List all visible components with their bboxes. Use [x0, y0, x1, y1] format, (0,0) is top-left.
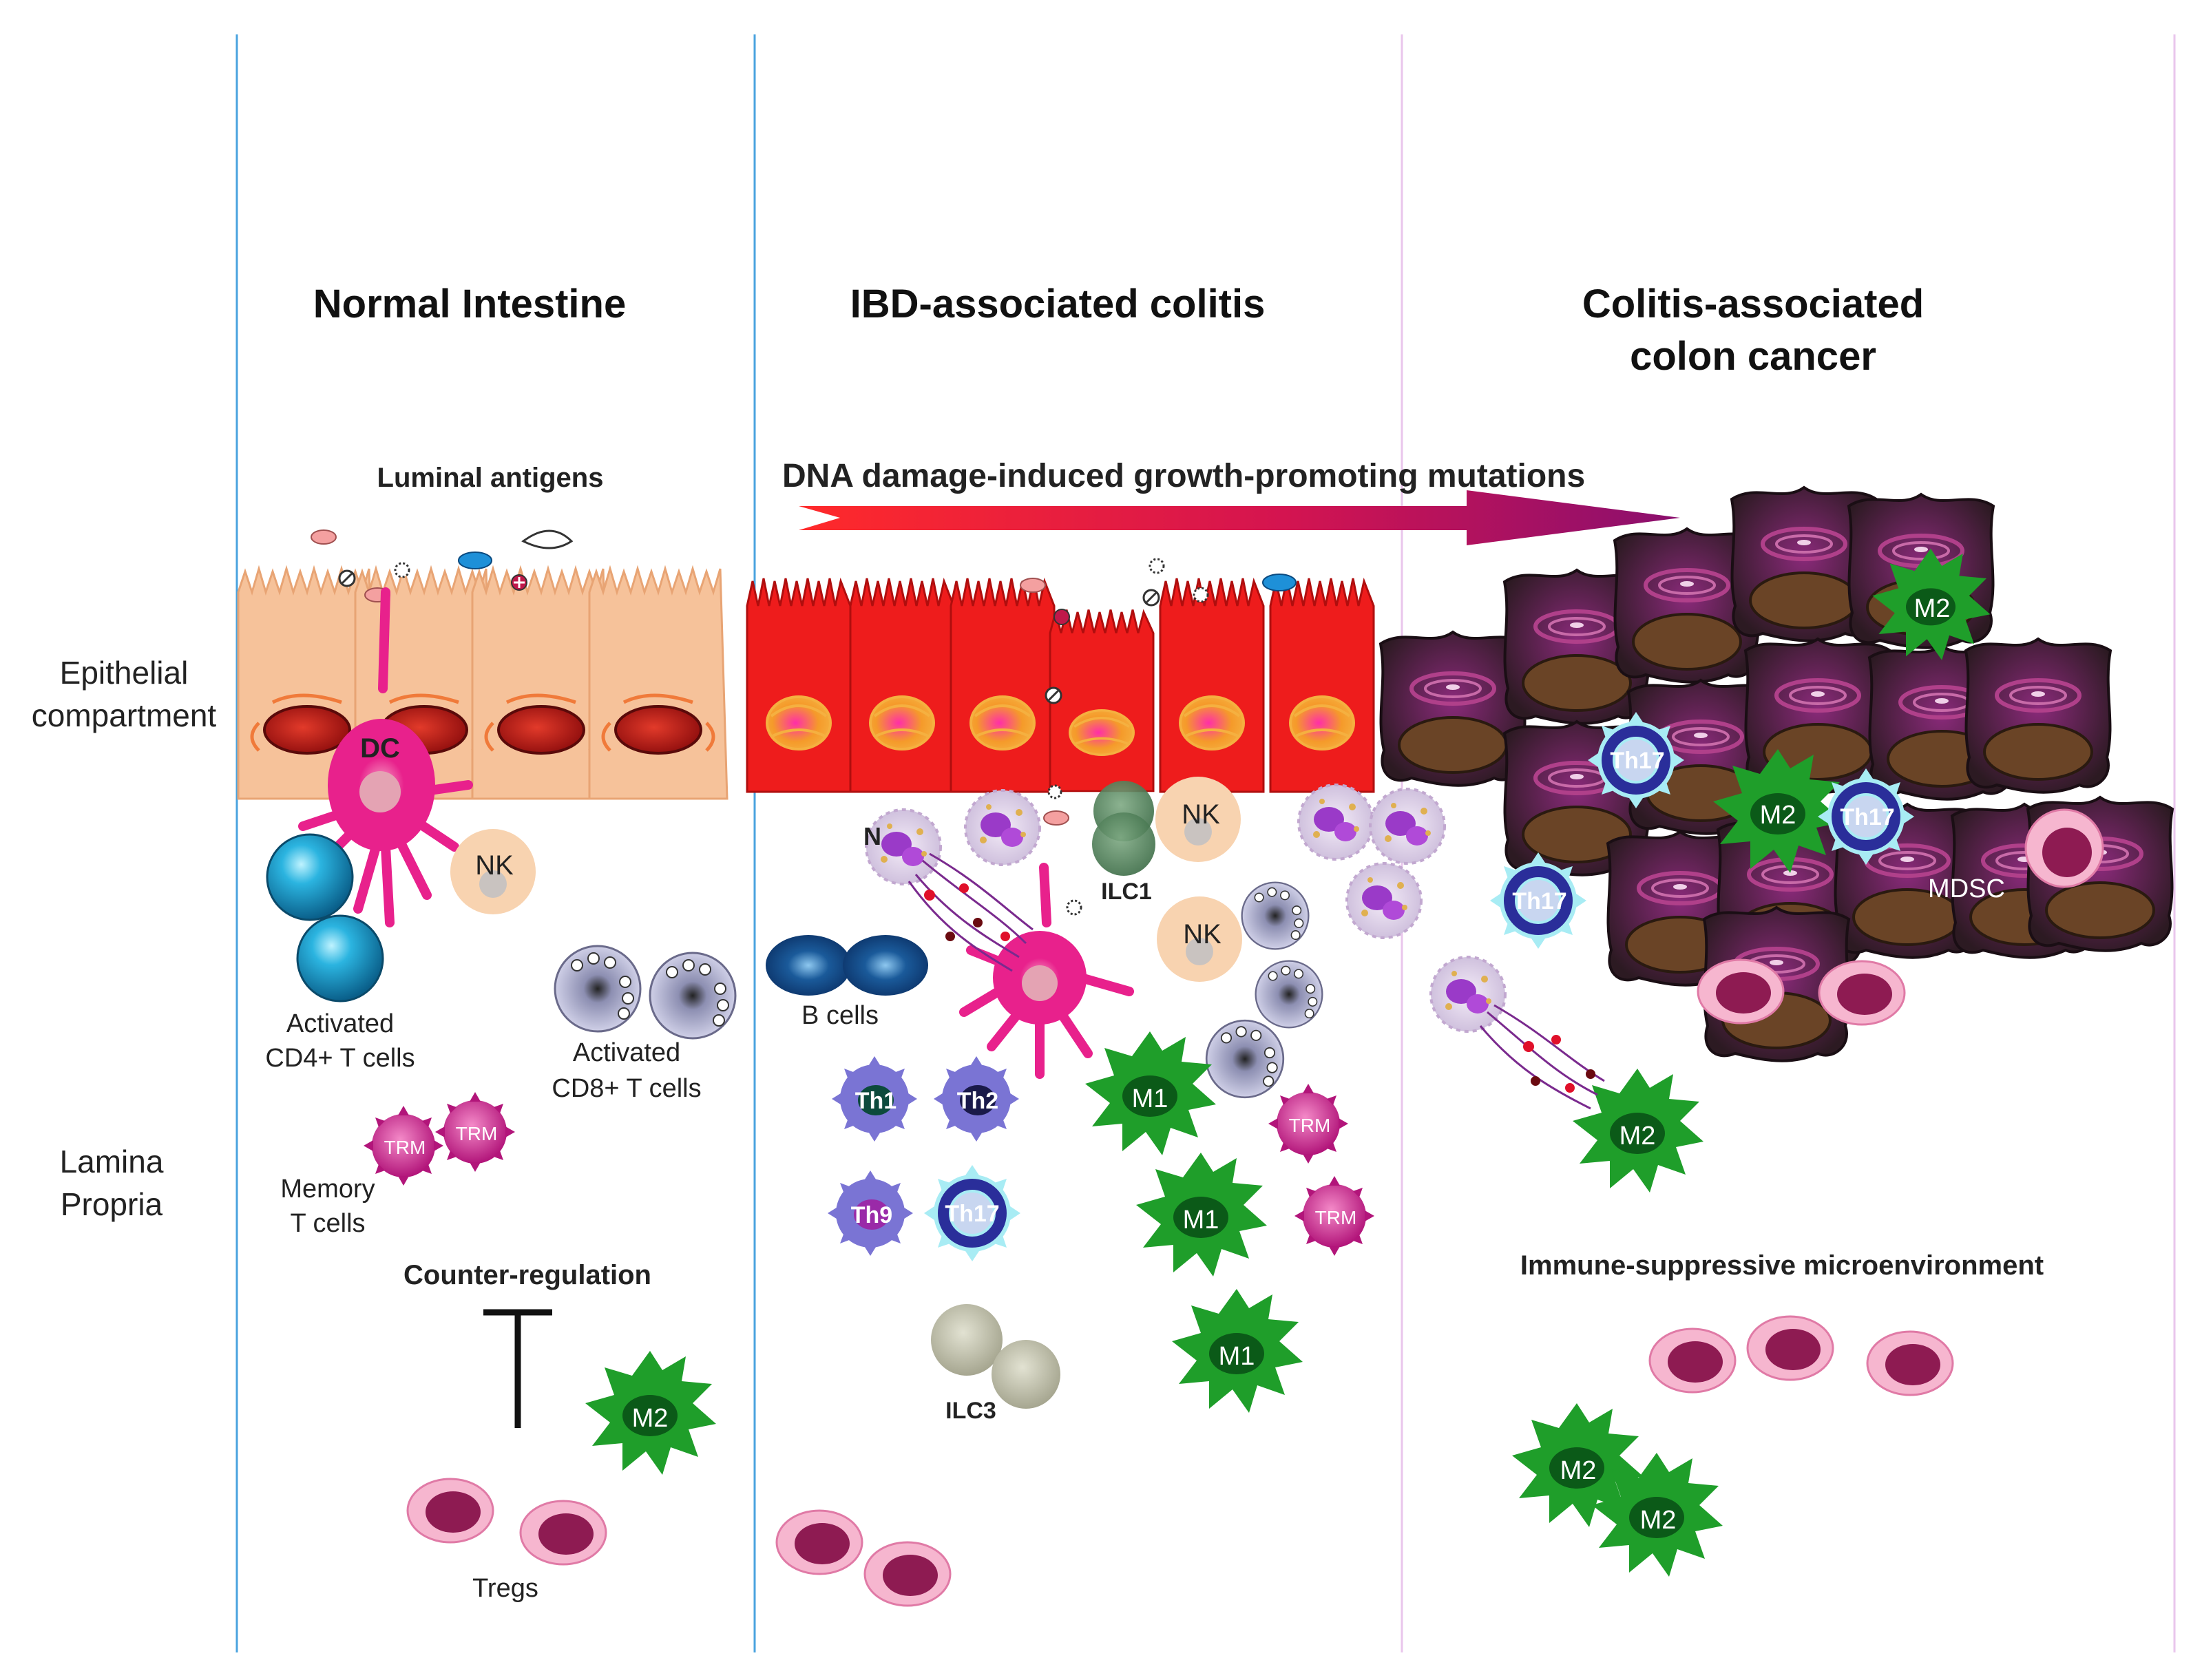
m1-label-3: M1: [1219, 1342, 1255, 1371]
b-cells-label: B cells: [801, 1001, 879, 1030]
nk-label-ibd-1: NK: [1182, 799, 1220, 830]
m2-label-tumor-4: M2: [1560, 1456, 1597, 1485]
immune-suppressive-label: Immune-suppressive microenvironment: [1520, 1250, 2044, 1281]
epithelial-compartment-line2: compartment: [31, 697, 217, 733]
title-normal-intestine: Normal Intestine: [313, 282, 627, 326]
epithelial-compartment-line1: Epithelial: [59, 655, 189, 691]
trm-label-1: TRM: [384, 1137, 426, 1158]
th17-label-tumor-1: Th17: [1610, 748, 1664, 774]
dna-damage-label: DNA damage-induced growth-promoting muta…: [782, 458, 1586, 494]
ilc1-label: ILC1: [1101, 879, 1152, 905]
nk-label-ibd-2: NK: [1183, 919, 1221, 949]
trm-label-2: TRM: [456, 1123, 498, 1144]
th17-label-tumor-3: Th17: [1512, 888, 1566, 914]
th17-label-ibd: Th17: [945, 1201, 999, 1227]
tregs-label: Tregs: [472, 1574, 538, 1603]
m2-label-normal: M2: [632, 1404, 669, 1433]
m1-label-2: M1: [1183, 1206, 1219, 1235]
th17-label-tumor-2: Th17: [1840, 804, 1894, 830]
tregs-ibd: [775, 1509, 952, 1607]
lamina-propria-line2: Propria: [60, 1186, 163, 1222]
m2-label-tumor-1: M2: [1914, 594, 1951, 623]
ilc3-cells: [931, 1304, 1060, 1409]
neutrophil-extracellular-traps: [908, 852, 1605, 1110]
normal-epithelium: [238, 569, 727, 799]
activated-cd4-t-cells: [266, 833, 384, 1002]
memory-t-cells-label-line2: T cells: [290, 1209, 366, 1238]
activated-cd8-t-cells: [554, 945, 737, 1040]
counter-regulation-label: Counter-regulation: [403, 1260, 651, 1290]
memory-t-cells-label-line1: Memory: [280, 1175, 375, 1204]
counter-regulation-inhibitor: [483, 1309, 552, 1428]
trm-cells-ibd: [1268, 1084, 1374, 1256]
b-cells: [766, 935, 928, 996]
activated-cd8-label-line1: Activated: [572, 1038, 681, 1067]
trm-label-4: TRM: [1315, 1207, 1357, 1228]
luminal-antigen-particles: [311, 529, 1297, 916]
activated-cd4-label-line1: Activated: [286, 1009, 395, 1038]
th2-cell: [934, 1056, 1019, 1142]
lamina-propria-line1: Lamina: [59, 1144, 164, 1179]
nk-label-normal: NK: [475, 850, 514, 881]
m1-label-1: M1: [1132, 1084, 1168, 1113]
m2-label-tumor-5: M2: [1640, 1506, 1677, 1535]
th9-cell: [828, 1170, 913, 1256]
tregs-normal: [406, 1478, 607, 1566]
luminal-antigens-label: Luminal antigens: [377, 463, 604, 493]
ilc1-cells: [1092, 781, 1155, 876]
th1-label: Th1: [855, 1088, 896, 1114]
m2-label-tumor-2: M2: [1760, 801, 1796, 830]
title-colitis-cancer-line2: colon cancer: [1630, 334, 1876, 379]
dendritic-cell-normal: [298, 587, 473, 927]
trm-label-3: TRM: [1289, 1115, 1331, 1136]
title-colitis-cancer-line1: Colitis-associated: [1582, 282, 1925, 326]
m2-label-tumor-3: M2: [1619, 1122, 1656, 1151]
activated-cd4-label-line2: CD4+ T cells: [265, 1044, 415, 1073]
neutrophil-label: N: [863, 822, 881, 850]
th9-label: Th9: [851, 1202, 892, 1228]
ilc3-label: ILC3: [945, 1398, 996, 1424]
title-ibd-colitis: IBD-associated colitis: [850, 282, 1266, 326]
mutation-progression-arrow: [799, 490, 1680, 545]
mdsc-label: MDSC: [1928, 874, 2005, 903]
th2-label: Th2: [957, 1088, 998, 1114]
dc-label: DC: [360, 733, 400, 764]
activated-cd8-label-line2: CD8+ T cells: [552, 1074, 702, 1103]
th1-cell: [832, 1056, 917, 1142]
mdsc-cell: [2024, 808, 2104, 888]
